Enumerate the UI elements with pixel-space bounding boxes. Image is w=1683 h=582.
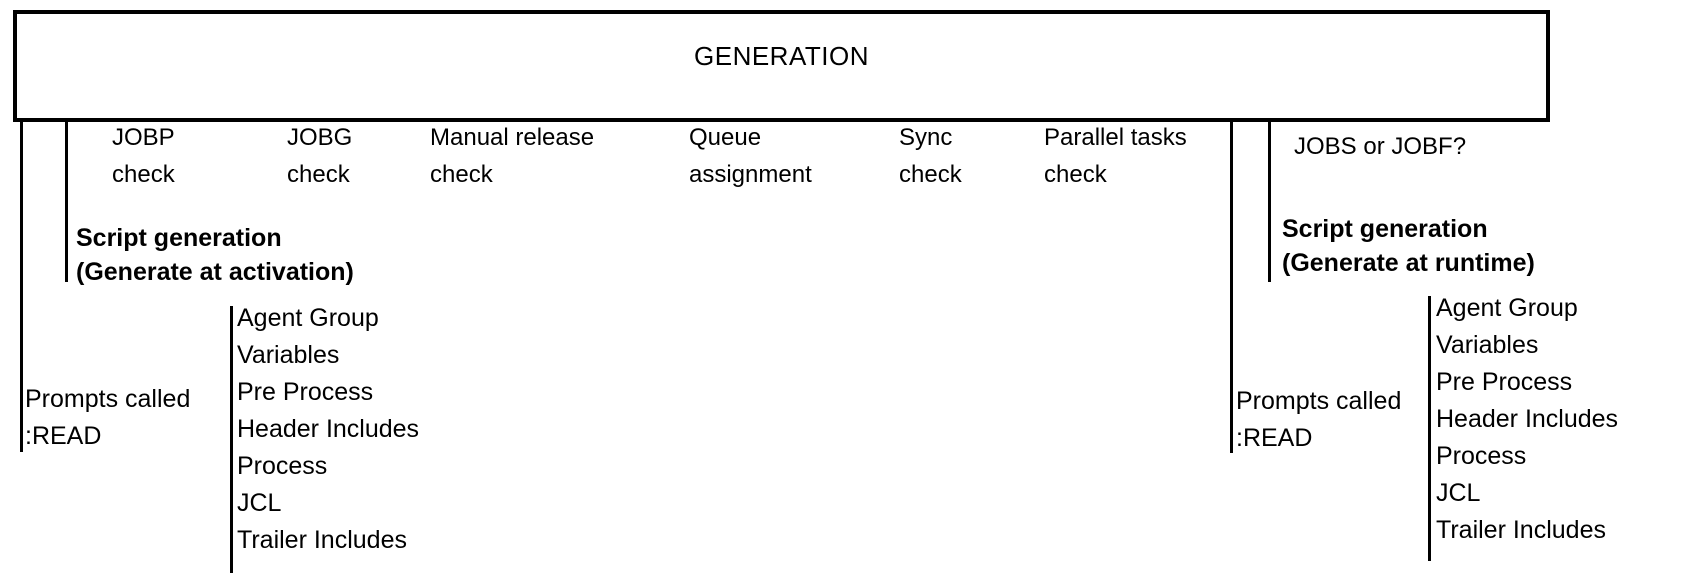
check-label-line: Manual release [430,124,595,151]
check-label-line: check [1044,161,1107,188]
script-part-item: JCL [237,489,282,517]
script-part-item: Process [1436,442,1527,470]
script-part-item: Variables [237,341,340,369]
right-script-parts-list: Agent Group Variables Pre Process Header… [1436,290,1618,549]
left-script-parts-list: Agent Group Variables Pre Process Header… [237,300,419,559]
check-label-line: check [430,161,493,188]
script-part-item: Trailer Includes [237,526,407,554]
check-label-jobp: JOBP check [112,119,175,193]
left-script-generation-label: Script generation (Generate at activatio… [76,221,354,289]
check-label-line: Parallel tasks [1044,124,1187,151]
check-label-line: JOBG [287,124,353,151]
right-prompts-label: Prompts called :READ [1236,383,1401,457]
generation-title: GENERATION [694,40,869,71]
check-label-line: Sync [899,124,953,151]
right-script-generation-label: Script generation (Generate at runtime) [1282,212,1535,280]
right-prompts-tick-line [1230,122,1233,453]
generation-box: GENERATION [13,10,1550,122]
check-label-line: assignment [689,161,812,188]
left-script-parts-line [230,306,233,573]
script-part-item: Pre Process [237,378,374,406]
prompts-line: :READ [25,422,102,450]
check-label-line: check [899,161,962,188]
prompts-line: Prompts called [1236,387,1402,415]
check-label-sync: Sync check [899,119,962,193]
script-generation-line: (Generate at runtime) [1282,249,1535,277]
question-line: JOBS or JOBF? [1294,133,1467,160]
right-script-generation-tick-line [1268,122,1271,282]
check-label-manual-release: Manual release check [430,119,594,193]
script-part-item: Pre Process [1436,368,1573,396]
script-part-item: Trailer Includes [1436,516,1606,544]
script-part-item: Header Includes [237,415,420,443]
script-part-item: Agent Group [1436,294,1578,322]
script-part-item: Agent Group [237,304,379,332]
check-label-queue-assignment: Queue assignment [689,119,812,193]
check-label-jobg: JOBG check [287,119,352,193]
check-label-line: JOBP [112,124,175,151]
script-part-item: JCL [1436,479,1481,507]
check-label-parallel-tasks: Parallel tasks check [1044,119,1187,193]
left-prompts-label: Prompts called :READ [25,381,190,455]
check-label-line: check [112,161,175,188]
jobs-or-jobf-question: JOBS or JOBF? [1294,128,1466,165]
prompts-line: :READ [1236,424,1313,452]
script-generation-line: Script generation [76,224,282,252]
check-label-line: check [287,161,350,188]
script-generation-line: (Generate at activation) [76,258,354,286]
left-script-generation-tick-line [65,122,68,282]
script-part-item: Process [237,452,328,480]
prompts-line: Prompts called [25,385,191,413]
script-part-item: Variables [1436,331,1539,359]
script-generation-line: Script generation [1282,215,1488,243]
left-prompts-tick-line [20,122,23,452]
script-part-item: Header Includes [1436,405,1619,433]
right-script-parts-line [1428,296,1431,561]
check-label-line: Queue [689,124,762,151]
